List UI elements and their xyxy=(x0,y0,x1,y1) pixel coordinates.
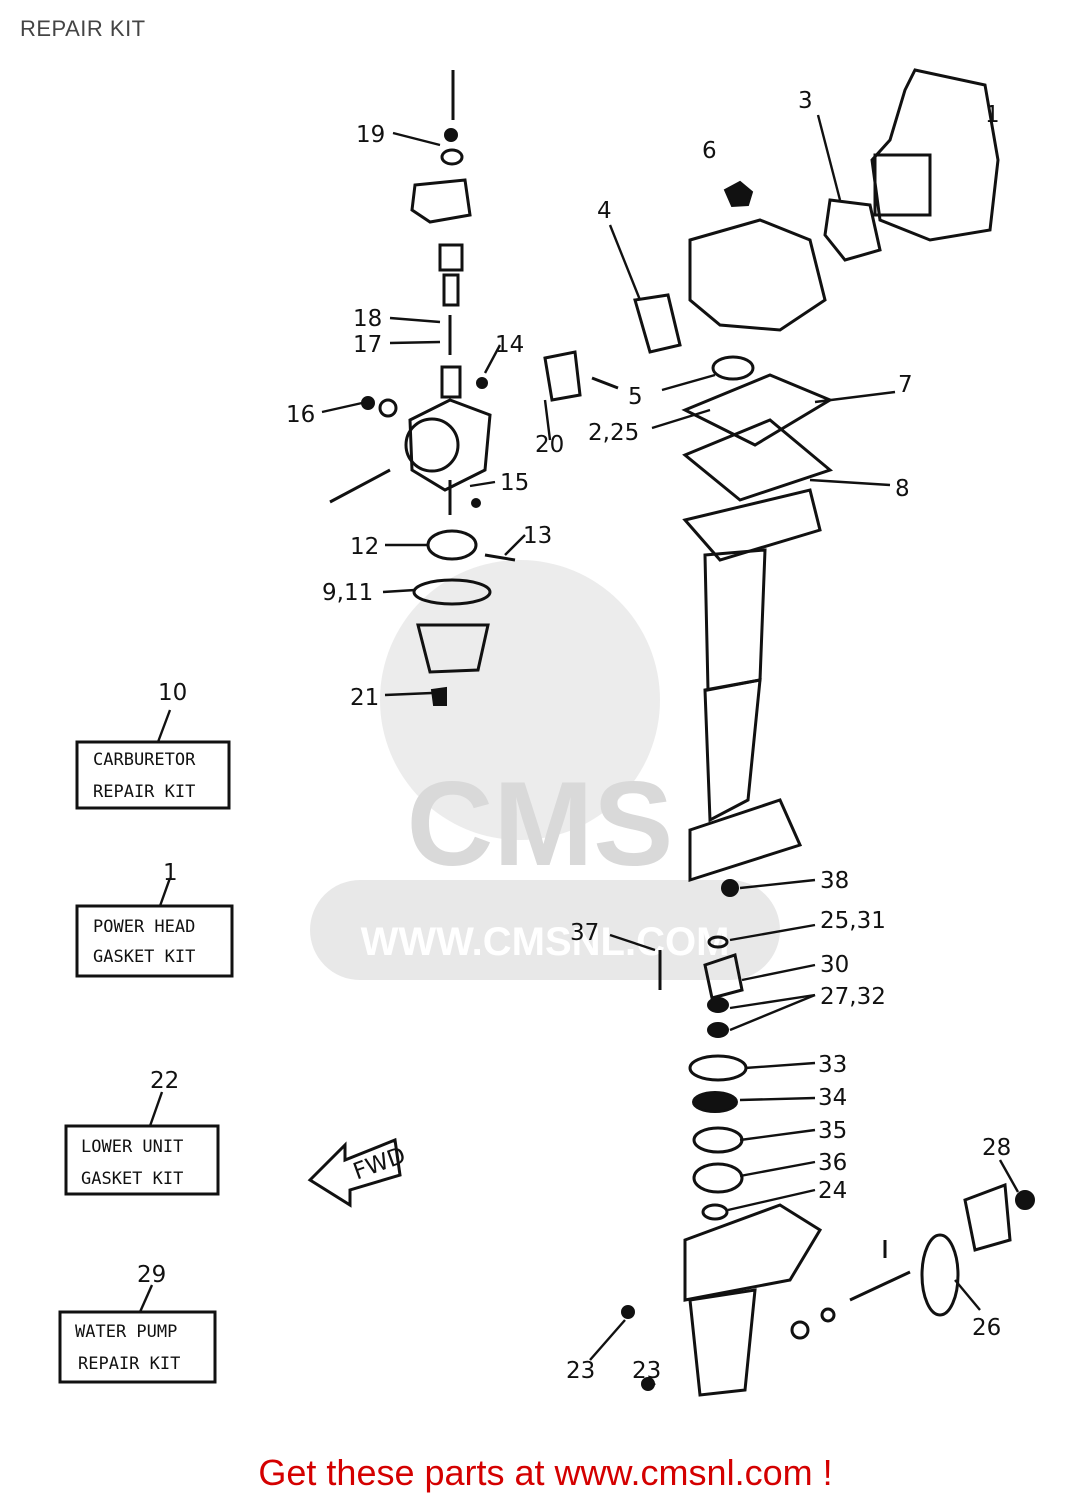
kit-power-head-line1: POWER HEAD xyxy=(93,917,195,937)
callout-6: 6 xyxy=(702,138,717,164)
kit-carburetor: 10 CARBURETOR REPAIR KIT xyxy=(75,680,231,810)
callout-5: 5 xyxy=(628,384,643,410)
carburetor-drawing xyxy=(329,70,619,706)
callout-27-32: 27,32 xyxy=(820,984,886,1010)
callout-16: 16 xyxy=(286,402,315,428)
callout-7: 7 xyxy=(898,372,913,398)
footer-promo-link[interactable]: Get these parts at www.cmsnl.com ! xyxy=(258,1452,833,1493)
nut-6 xyxy=(723,180,754,208)
callout-26: 26 xyxy=(972,1315,1001,1341)
callout-25-31: 25,31 xyxy=(820,908,886,934)
callout-17: 17 xyxy=(353,332,382,358)
callout-34: 34 xyxy=(818,1085,847,1111)
callout-12: 12 xyxy=(350,534,379,560)
callout-20: 20 xyxy=(535,432,564,458)
drive-shaft-housing-drawing xyxy=(681,355,834,883)
callout-23-left: 23 xyxy=(566,1358,595,1384)
callout-35: 35 xyxy=(818,1118,847,1144)
lower-unit-drawing xyxy=(621,1182,1035,1397)
callout-13: 13 xyxy=(523,523,552,549)
callout-24: 24 xyxy=(818,1178,847,1204)
kit-power-head-number: 1 xyxy=(163,860,178,886)
kit-carburetor-number: 10 xyxy=(158,680,187,706)
kit-power-head-line2: GASKET KIT xyxy=(93,947,195,967)
fwd-arrow: FWD xyxy=(307,1137,409,1208)
callout-9-11: 9,11 xyxy=(322,580,373,606)
callout-8: 8 xyxy=(895,476,910,502)
kit-carburetor-line1: CARBURETOR xyxy=(93,750,196,770)
callout-38: 38 xyxy=(820,868,849,894)
kit-lower-unit-line1: LOWER UNIT xyxy=(81,1137,183,1157)
kit-lower-unit-number: 22 xyxy=(150,1068,179,1094)
kit-carburetor-line2: REPAIR KIT xyxy=(93,782,195,802)
leader-lines xyxy=(138,114,1020,1386)
callout-33: 33 xyxy=(818,1052,847,1078)
callout-2-25: 2,25 xyxy=(588,420,639,446)
watermark-url: WWW.CMSNL.COM xyxy=(361,920,730,964)
watermark-brand: CMS xyxy=(407,757,674,891)
callout-21: 21 xyxy=(350,685,379,711)
kit-lower-unit-line2: GASKET KIT xyxy=(81,1169,183,1189)
callout-23-right: 23 xyxy=(632,1358,661,1384)
callout-18: 18 xyxy=(353,306,382,332)
callout-numbers: 1 3 6 4 19 18 17 14 5 7 16 20 2,25 15 8 … xyxy=(286,88,1011,1384)
callout-30: 30 xyxy=(820,952,849,978)
gasket-3 xyxy=(823,198,882,262)
callout-4: 4 xyxy=(597,198,612,224)
watermark: CMS WWW.CMSNL.COM xyxy=(310,560,780,980)
plate-4 xyxy=(633,293,682,354)
callout-36: 36 xyxy=(818,1150,847,1176)
kit-water-pump-line2: REPAIR KIT xyxy=(78,1354,180,1374)
fwd-label: FWD xyxy=(350,1143,409,1186)
kit-water-pump-number: 29 xyxy=(137,1262,166,1288)
callout-1: 1 xyxy=(985,102,1000,128)
kit-lower-unit: 22 LOWER UNIT GASKET KIT xyxy=(64,1068,220,1196)
callout-3: 3 xyxy=(798,88,813,114)
power-head-drawing xyxy=(688,68,1000,332)
callout-37: 37 xyxy=(570,920,599,946)
page-title: REPAIR KIT xyxy=(20,16,146,41)
kit-water-pump-line1: WATER PUMP xyxy=(75,1322,177,1342)
callout-28: 28 xyxy=(982,1135,1011,1161)
callout-15: 15 xyxy=(500,470,529,496)
callout-19: 19 xyxy=(356,122,385,148)
kit-power-head: 1 POWER HEAD GASKET KIT xyxy=(75,860,234,978)
callout-14: 14 xyxy=(495,332,524,358)
kit-water-pump: 29 WATER PUMP REPAIR KIT xyxy=(58,1262,217,1384)
